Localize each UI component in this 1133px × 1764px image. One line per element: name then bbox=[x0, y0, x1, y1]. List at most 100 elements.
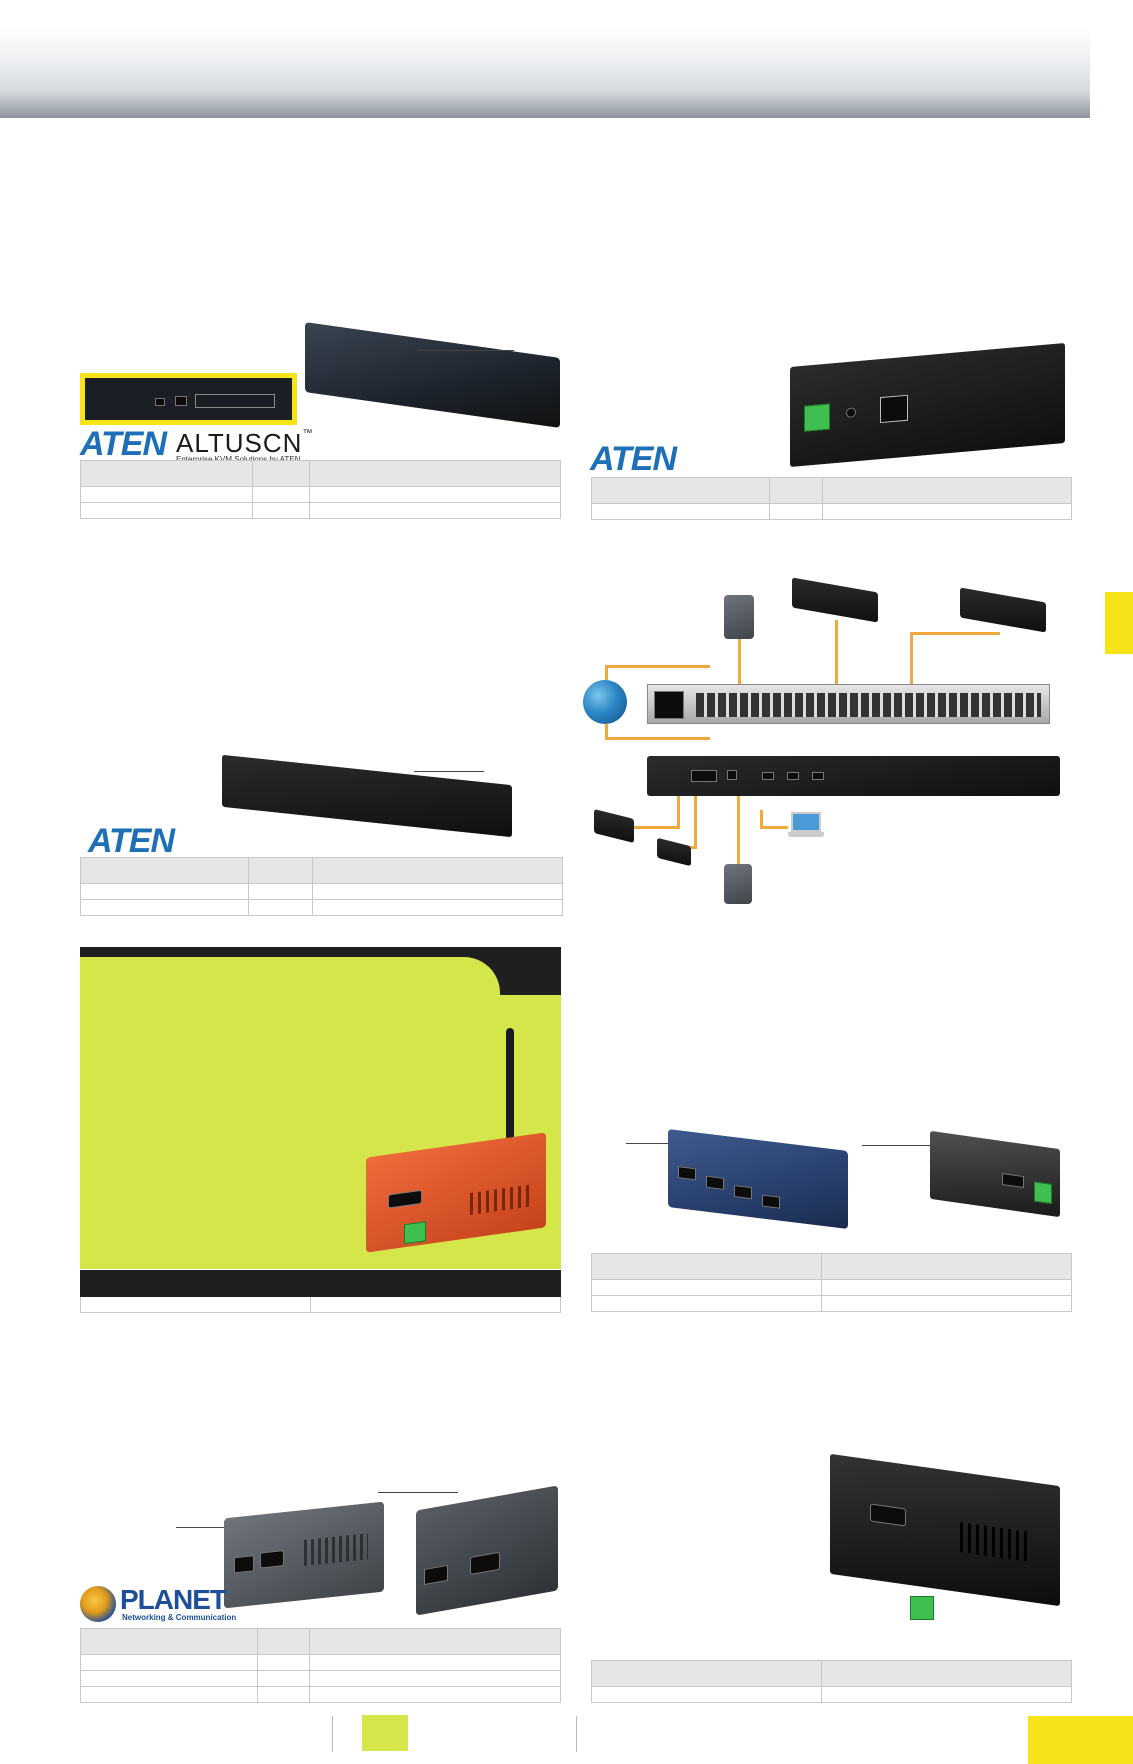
promo-header-notch bbox=[80, 957, 500, 995]
industrial-serial-server-image bbox=[830, 1453, 1060, 1607]
table-row bbox=[591, 1279, 1072, 1296]
table-cell bbox=[80, 857, 249, 884]
table-cell bbox=[257, 1686, 310, 1703]
spec-table-industrial-server bbox=[591, 1660, 1072, 1703]
serial-device-server-black-image bbox=[930, 1130, 1060, 1218]
table-cell bbox=[769, 477, 823, 504]
callout-line bbox=[862, 1145, 938, 1146]
footer-yellow-block bbox=[1028, 1716, 1133, 1764]
table-cell bbox=[309, 502, 561, 519]
table-cell bbox=[312, 857, 563, 884]
antenna-image bbox=[506, 1028, 514, 1158]
spec-table-rack-server bbox=[80, 857, 563, 916]
table-cell bbox=[821, 1279, 1072, 1296]
table-cell bbox=[80, 883, 249, 900]
table-cell bbox=[312, 883, 563, 900]
server-tower-icon bbox=[724, 595, 754, 639]
table-row bbox=[591, 503, 1072, 520]
serial-device-image bbox=[657, 837, 691, 867]
serial-device-image bbox=[960, 587, 1046, 633]
table-cell bbox=[257, 1654, 310, 1671]
table-cell bbox=[80, 1296, 311, 1313]
altusen-wordmark: ALTUSCN bbox=[176, 428, 303, 458]
table-cell bbox=[257, 1628, 310, 1655]
spec-table-device-servers bbox=[591, 1253, 1072, 1312]
table-cell bbox=[591, 1279, 822, 1296]
table-cell bbox=[248, 899, 313, 916]
table-cell bbox=[257, 1670, 310, 1687]
spec-table-wireless-server bbox=[80, 1270, 561, 1313]
spec-table-serial-server bbox=[591, 477, 1072, 520]
table-header-row bbox=[591, 1253, 1072, 1280]
table-header-row bbox=[80, 460, 561, 487]
table-cell bbox=[591, 477, 770, 504]
planet-tagline: Networking & Communication bbox=[122, 1613, 237, 1622]
table-cell bbox=[309, 486, 561, 503]
globe-icon bbox=[583, 680, 627, 724]
table-cell bbox=[309, 1670, 561, 1687]
table-row bbox=[80, 1654, 561, 1671]
table-cell bbox=[80, 899, 249, 916]
serial-device-server-image bbox=[790, 342, 1065, 468]
footer-green-block bbox=[362, 1715, 408, 1751]
altusen-logo: ALTUSCN™ Enterprise KVM Solutions by ATE… bbox=[176, 428, 313, 464]
footer-divider bbox=[332, 1716, 333, 1752]
table-header-row bbox=[80, 1628, 561, 1655]
section-tab-marker bbox=[1105, 592, 1133, 654]
table-cell bbox=[591, 1660, 822, 1687]
table-cell bbox=[309, 1628, 561, 1655]
console-server-rack-image bbox=[222, 754, 512, 838]
aten-logo: ATEN bbox=[88, 822, 175, 860]
table-cell bbox=[822, 477, 1072, 504]
footer-divider bbox=[576, 1716, 577, 1752]
table-cell bbox=[252, 502, 310, 519]
laptop-icon bbox=[788, 812, 824, 842]
media-converter-large-image bbox=[416, 1485, 558, 1616]
planet-logo-icon bbox=[80, 1586, 116, 1622]
console-server-rack-image bbox=[647, 756, 1060, 796]
table-cell bbox=[80, 486, 253, 503]
table-row bbox=[591, 1686, 1072, 1703]
table-row bbox=[80, 1686, 561, 1703]
table-cell bbox=[821, 1295, 1072, 1312]
aten-logo: ATEN bbox=[80, 425, 167, 463]
table-cell bbox=[248, 883, 313, 900]
callout-line bbox=[418, 350, 514, 351]
console-server-front-panel bbox=[80, 373, 297, 425]
altusen-tagline: Enterprise KVM Solutions by ATEN bbox=[176, 455, 301, 464]
table-row bbox=[591, 1295, 1072, 1312]
table-row bbox=[80, 502, 561, 519]
table-cell bbox=[248, 857, 313, 884]
switch-48port-image bbox=[647, 684, 1050, 724]
table-cell bbox=[80, 502, 253, 519]
table-cell bbox=[80, 1686, 258, 1703]
table-cell bbox=[310, 1296, 561, 1313]
server-tower-icon bbox=[724, 864, 752, 904]
table-cell bbox=[80, 1270, 311, 1297]
table-cell bbox=[80, 1628, 258, 1655]
serial-device-image bbox=[594, 809, 634, 843]
table-header-row bbox=[80, 1270, 561, 1297]
callout-line bbox=[378, 1492, 458, 1493]
table-cell bbox=[80, 1670, 258, 1687]
table-row bbox=[80, 486, 561, 503]
table-cell bbox=[80, 460, 253, 487]
table-header-row bbox=[80, 857, 563, 884]
table-row bbox=[80, 883, 563, 900]
table-row bbox=[80, 1296, 561, 1313]
table-cell bbox=[822, 503, 1072, 520]
table-cell bbox=[591, 1295, 822, 1312]
table-cell bbox=[309, 460, 561, 487]
trademark-mark: ™ bbox=[302, 428, 314, 439]
table-cell bbox=[821, 1686, 1072, 1703]
console-server-8port-image bbox=[305, 322, 560, 428]
table-cell bbox=[309, 1686, 561, 1703]
table-cell bbox=[252, 460, 310, 487]
aten-logo: ATEN bbox=[590, 440, 677, 478]
table-cell bbox=[309, 1654, 561, 1671]
callout-line bbox=[176, 1527, 256, 1528]
media-converter-small-image bbox=[224, 1501, 384, 1609]
callout-line bbox=[414, 771, 484, 772]
spec-table-console-server bbox=[80, 460, 561, 519]
serial-device-image bbox=[792, 577, 878, 623]
